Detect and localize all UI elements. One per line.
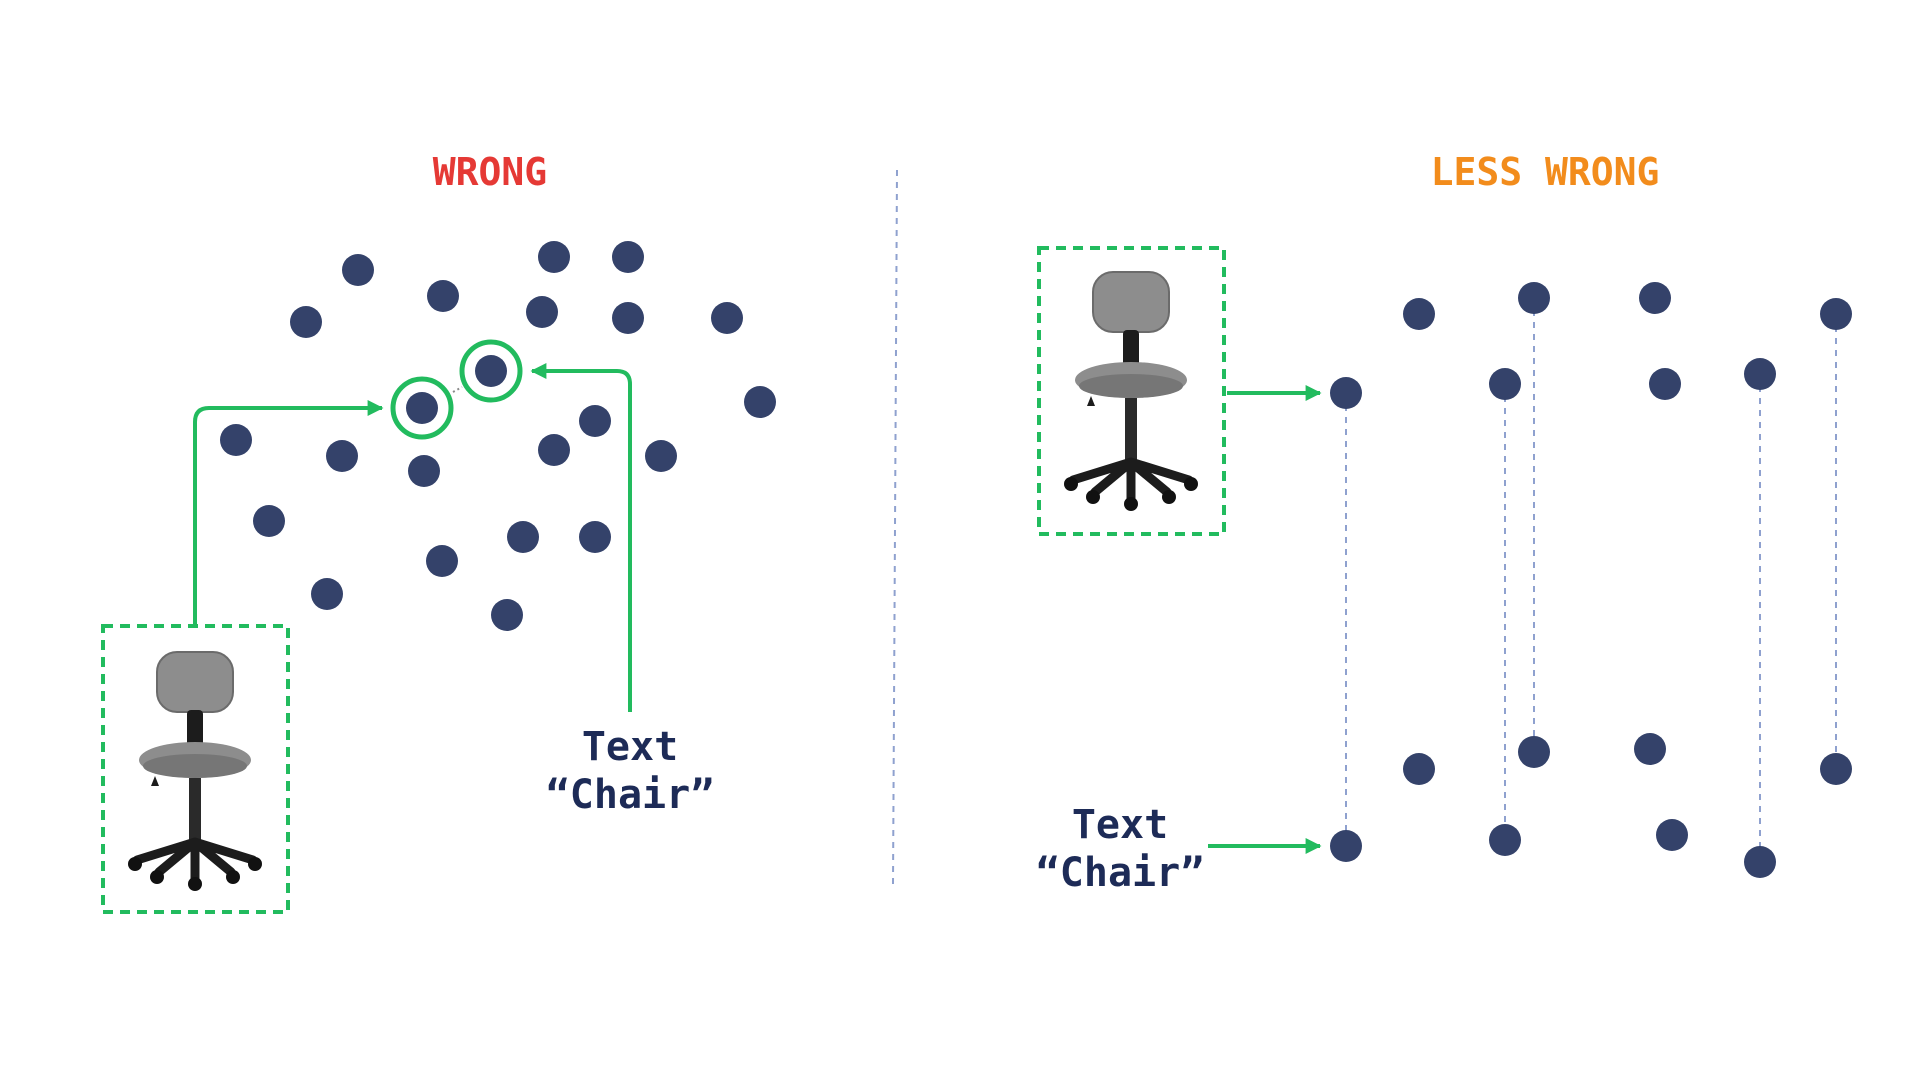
highlighted-embedding-image <box>390 376 454 440</box>
embedding-dot <box>1639 282 1671 314</box>
left-embedding-cluster <box>220 241 776 631</box>
left-text-label-line1: Text <box>582 724 678 770</box>
distance-hint <box>452 386 463 393</box>
embedding-dot <box>253 505 285 537</box>
embedding-dot <box>1744 358 1776 390</box>
embedding-dot <box>311 578 343 610</box>
embedding-dot <box>1744 846 1776 878</box>
wrong-title: WRONG <box>433 150 547 194</box>
embedding-dot <box>1489 368 1521 400</box>
embedding-dot <box>744 386 776 418</box>
pair-connectors <box>1345 298 1837 862</box>
image-to-embedding-arrow <box>193 400 384 625</box>
embedding-dot <box>711 302 743 334</box>
right-text-label-line2: “Chair” <box>1036 850 1205 896</box>
embedding-dot <box>1634 733 1666 765</box>
embedding-dot <box>1656 819 1688 851</box>
embedding-dot <box>1518 736 1550 768</box>
embedding-dot <box>645 440 677 472</box>
right-embedding-dots <box>1330 282 1852 878</box>
embedding-dot <box>491 599 523 631</box>
embedding-dot <box>507 521 539 553</box>
embedding-dot <box>1820 753 1852 785</box>
embedding-dot <box>1489 824 1521 856</box>
embedding-dot <box>538 241 570 273</box>
embedding-dot <box>427 280 459 312</box>
embedding-dot <box>1403 753 1435 785</box>
embedding-dot <box>612 241 644 273</box>
embedding-dot <box>342 254 374 286</box>
embedding-dot <box>526 296 558 328</box>
highlighted-embedding-text <box>459 339 523 403</box>
office-chair-icon <box>128 652 262 891</box>
right-chair-image-frame <box>1037 246 1226 536</box>
embedding-dot <box>538 434 570 466</box>
embedding-dot <box>1649 368 1681 400</box>
left-chair-image-frame <box>101 624 290 914</box>
embedding-dot <box>579 521 611 553</box>
embedding-dot <box>612 302 644 334</box>
right-text-label-line1: Text <box>1072 802 1168 848</box>
embedding-dot <box>408 455 440 487</box>
embedding-dot <box>426 545 458 577</box>
embedding-dot <box>1518 282 1550 314</box>
embedding-dot <box>1330 830 1362 862</box>
embedding-dot <box>290 306 322 338</box>
embedding-dot <box>1820 298 1852 330</box>
embedding-dot <box>579 405 611 437</box>
less-wrong-title: LESS WRONG <box>1431 150 1660 194</box>
embedding-dot <box>220 424 252 456</box>
office-chair-icon <box>1064 272 1198 511</box>
embedding-dot <box>1403 298 1435 330</box>
panel-divider <box>892 169 898 886</box>
embedding-dot <box>1330 377 1362 409</box>
left-text-label-line2: “Chair” <box>546 772 715 818</box>
embedding-dot <box>326 440 358 472</box>
text-to-embedding-arrow <box>530 363 632 712</box>
